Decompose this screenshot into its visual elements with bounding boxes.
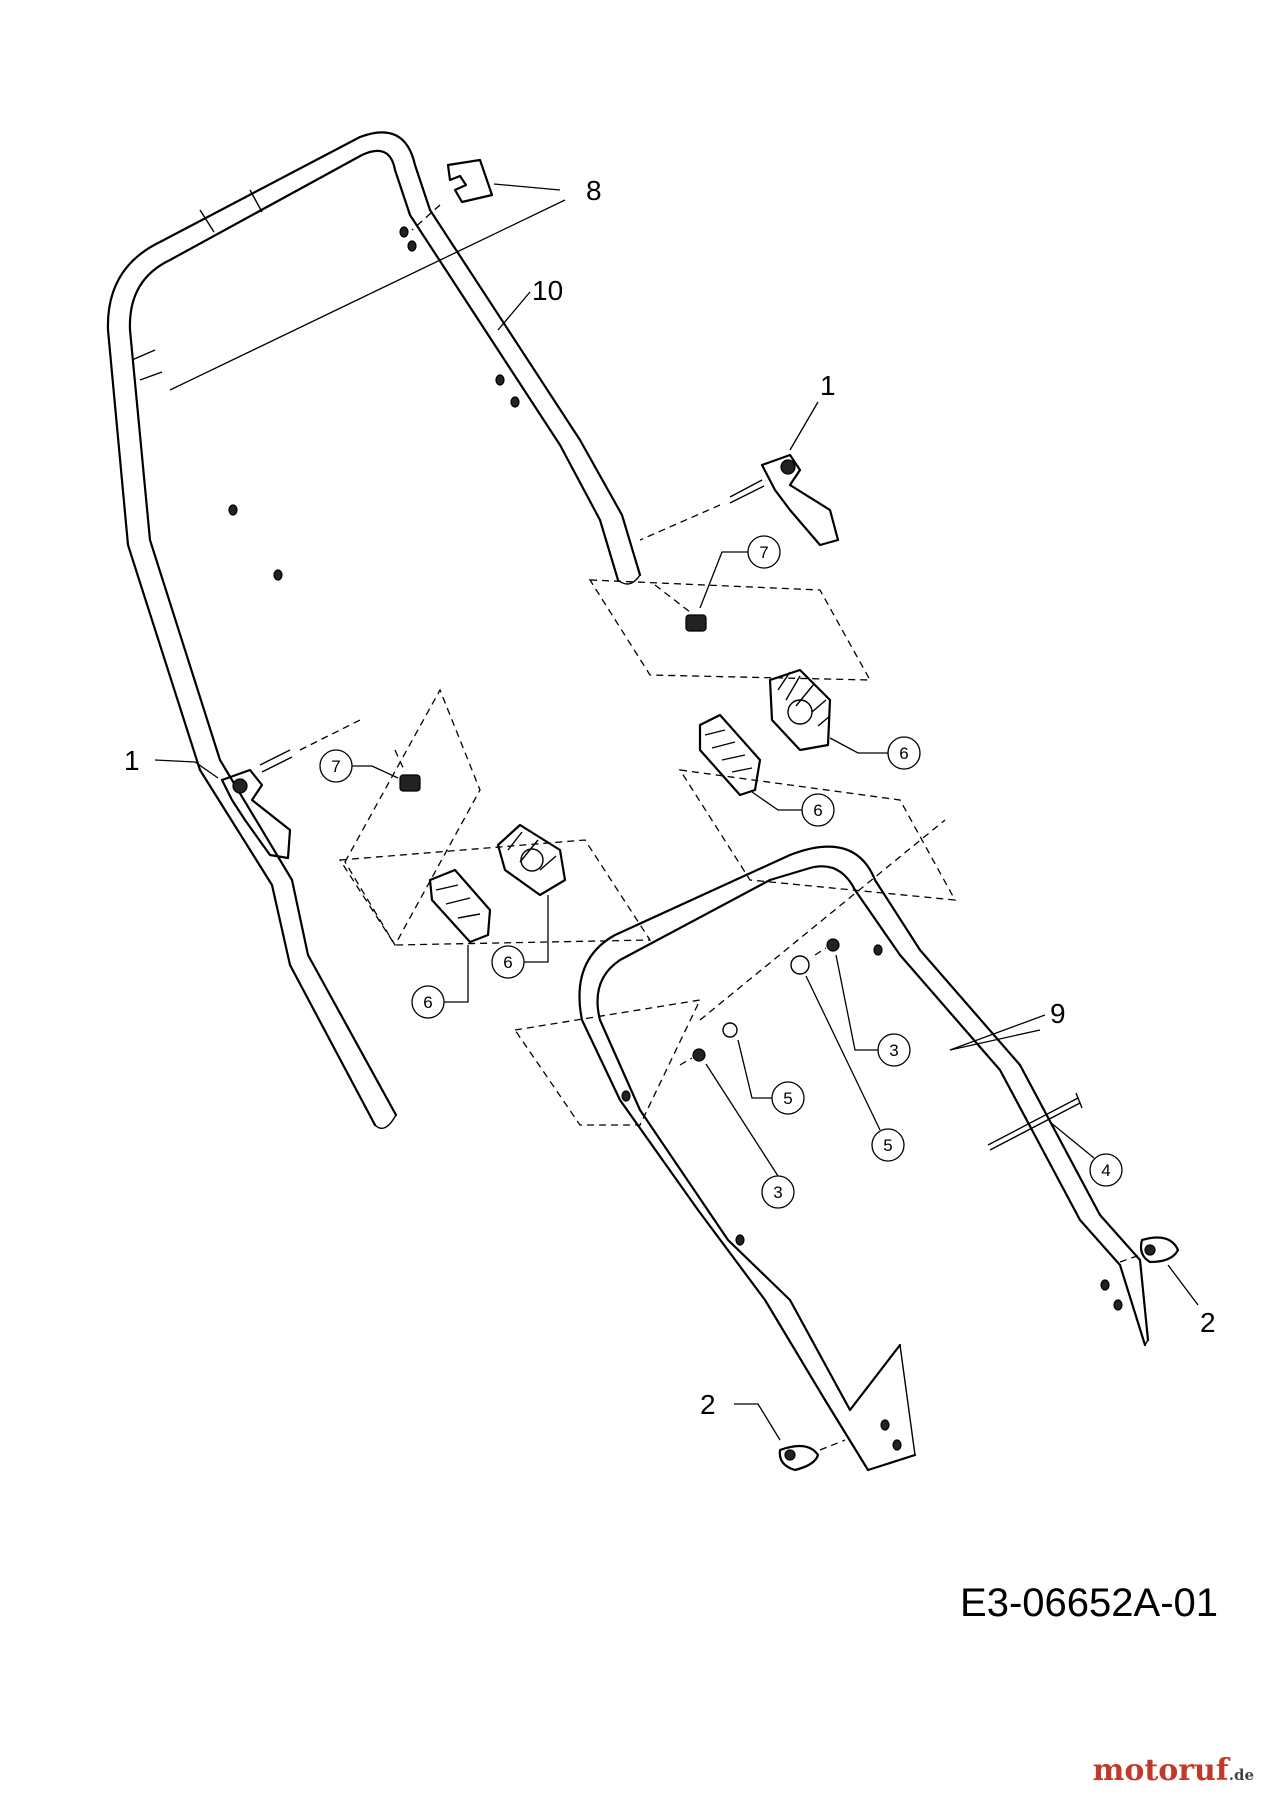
callout-4: 4: [1049, 1121, 1123, 1187]
callout-label-2-right: 2: [1200, 1307, 1216, 1338]
callout-label-1-left: 1: [124, 745, 140, 776]
bubble-label-5-upper: 5: [783, 1089, 792, 1108]
assembly-guides: [338, 579, 957, 1126]
callout-6-a: 6: [829, 736, 921, 770]
callout-label-1-right: 1: [820, 370, 836, 401]
watermark-brand: motoruf: [1092, 1753, 1229, 1788]
nut-right-part-7: [654, 584, 707, 632]
clip-part-8: [169, 158, 566, 391]
bubble-label-3-upper: 3: [889, 1041, 898, 1060]
callout-6-c: 6: [491, 895, 549, 979]
callout-2-right: 2: [1167, 1264, 1216, 1338]
lower-handle-part-9: [578, 845, 1150, 1472]
callout-1-right: 1: [789, 370, 836, 451]
callout-10: 10: [497, 275, 563, 331]
callout-5-lower: 5: [805, 975, 905, 1162]
bubble-label-7-right: 7: [759, 543, 768, 562]
drawing-code: E3-06652A-01: [960, 1581, 1218, 1625]
callout-7-right: 7: [699, 535, 781, 609]
callout-9: 9: [949, 998, 1066, 1051]
knob-left-part-2: [778, 1439, 846, 1472]
bubble-label-6-b: 6: [813, 801, 822, 820]
knob-upper-left-part-6: [698, 713, 762, 797]
callout-1-left: 1: [124, 745, 219, 779]
lever-right-part-1: [639, 453, 840, 547]
callout-label-2-left: 2: [700, 1389, 716, 1420]
callout-3-lower: 3: [705, 1063, 795, 1209]
callout-label-8: 8: [586, 175, 602, 206]
callout-5-upper: 5: [737, 1039, 805, 1115]
watermark-tld: .de: [1228, 1766, 1254, 1784]
callout-6-b: 6: [751, 791, 835, 827]
callout-8: 8: [586, 175, 602, 206]
hardware-parts-3-5: [679, 938, 840, 1066]
lever-left-part-1: [220, 719, 361, 860]
bubble-label-4: 4: [1101, 1161, 1110, 1180]
upper-handle-part-10: [106, 131, 642, 1129]
callout-3-upper: 3: [835, 954, 911, 1067]
knob-right-part-2: [1119, 1236, 1180, 1264]
nut-left-part-7: [394, 749, 421, 792]
knob-lower-right-part-6: [496, 823, 567, 897]
callout-2-left: 2: [700, 1389, 781, 1441]
bubble-label-3-lower: 3: [773, 1183, 782, 1202]
bubble-label-6-d: 6: [423, 993, 432, 1012]
knob-upper-right-part-6: [768, 668, 832, 752]
watermark-logo: motoruf.de: [1093, 1753, 1254, 1788]
bubble-label-6-c: 6: [503, 953, 512, 972]
knob-lower-left-part-6: [428, 868, 492, 944]
callout-label-9: 9: [1050, 998, 1066, 1029]
callout-6-d: 6: [411, 945, 469, 1019]
bubble-label-5-lower: 5: [883, 1136, 892, 1155]
bubble-label-6-a: 6: [899, 744, 908, 763]
callout-label-10: 10: [532, 275, 563, 306]
bubble-label-7-left: 7: [331, 757, 340, 776]
bolt-part-4: [987, 1092, 1083, 1151]
callout-7-left: 7: [319, 749, 399, 783]
